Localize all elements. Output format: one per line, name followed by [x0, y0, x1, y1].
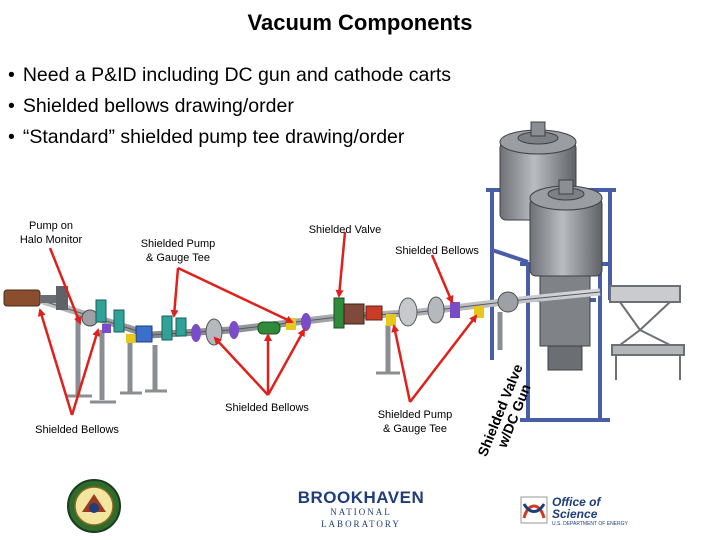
label-line: Shielded Pump	[377, 409, 453, 421]
brookhaven-logo-sub: NATIONAL LABORATORY	[321, 507, 401, 529]
bullet-item: Shielded bellows drawing/order	[8, 91, 451, 122]
dc-gun-tank-rear	[499, 121, 577, 221]
office-of-science-line3: U.S. DEPARTMENT OF ENERGY	[552, 521, 628, 527]
label-shielded-bellows-top-right: Shielded Bellows	[395, 245, 479, 257]
bullet-list: Need a P&ID including DC gun and cathode…	[8, 60, 451, 153]
office-of-science-line1: Office of	[552, 495, 601, 509]
label-line: Halo Monitor	[19, 234, 83, 246]
cathode-cart	[609, 285, 685, 380]
office-of-science-line2: Science	[552, 507, 598, 521]
label-line: Pump on	[28, 220, 74, 232]
callout-arrows	[37, 231, 478, 416]
label-shielded-pump-gauge-tee-top: Shielded Pump & Gauge Tee	[118, 237, 238, 265]
halo-monitor-pump	[3, 286, 68, 310]
label-shielded-valve: Shielded Valve	[308, 224, 382, 236]
label-shielded-pump-gauge-tee-bottom: Shielded Pump & Gauge Tee	[360, 408, 470, 436]
seal-logo	[67, 479, 121, 533]
support-stands	[75, 312, 503, 400]
slide-title: Vacuum Components	[247, 10, 473, 35]
brookhaven-logo-name: BROOKHAVEN	[297, 488, 425, 507]
label-shielded-bellows-left: Shielded Bellows	[35, 424, 119, 436]
label-line: Shielded Pump	[140, 238, 216, 250]
label-pump-on-halo-monitor: Pump on Halo Monitor	[6, 219, 96, 247]
office-of-science-logo: Office of Science U.S. DEPARTMENT OF ENE…	[520, 494, 630, 528]
bullet-item: “Standard” shielded pump tee drawing/ord…	[8, 122, 451, 153]
bullet-item: Need a P&ID including DC gun and cathode…	[8, 60, 451, 91]
dc-gun-tank-front	[529, 179, 603, 371]
label-shielded-bellows-center: Shielded Bellows	[225, 402, 309, 414]
label-line: & Gauge Tee	[382, 423, 447, 435]
label-line: & Gauge Tee	[145, 252, 210, 264]
office-of-science-emblem-icon	[520, 496, 548, 524]
brookhaven-logo: BROOKHAVEN NATIONAL LABORATORY	[296, 489, 426, 530]
